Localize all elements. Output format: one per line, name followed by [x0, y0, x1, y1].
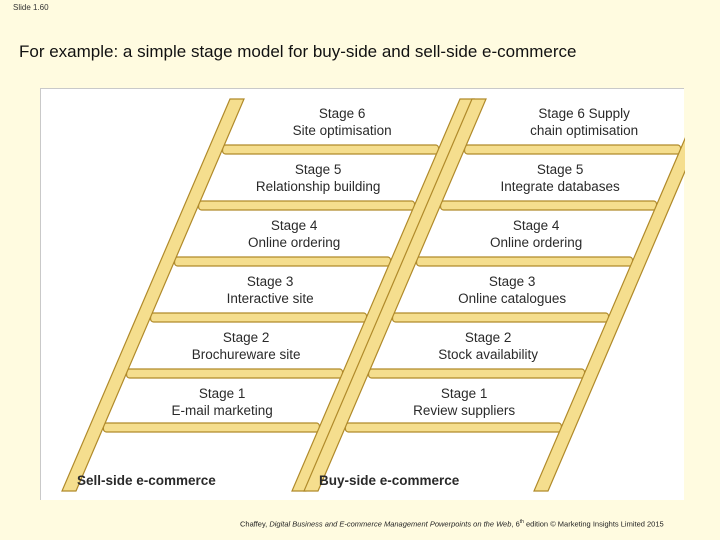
sell-side-stage-label: Stage 4 Online ordering [245, 217, 343, 251]
buy-side-stage-number: Stage 3 [488, 274, 536, 289]
buy-side-stage-name: Stock availability [438, 347, 539, 362]
buy-side-stage-label: Stage 6 Supply chain optimisation [528, 105, 641, 139]
buy-side-stage-name: Online catalogues [458, 291, 567, 306]
sell-ladder-rung-3 [149, 312, 368, 323]
footer-edition: , 6 [511, 519, 520, 529]
sell-side-stage-number: Stage 1 [198, 386, 246, 401]
sell-side-stage-name: Interactive site [226, 291, 314, 306]
footer-edition-suffix: th [519, 519, 524, 525]
buy-side-stage-name: Review suppliers [413, 403, 516, 418]
sell-side-stage-name: E-mail marketing [171, 403, 273, 418]
sell-side-stage-number: Stage 6 [318, 106, 366, 121]
buy-ladder-rung-3 [391, 312, 610, 323]
sell-side-stage-number: Stage 4 [270, 218, 318, 233]
buy-side-stage-label: Stage 4 Online ordering [487, 217, 585, 251]
ladders-graphic [61, 98, 685, 492]
sell-ladder-rung-5 [197, 200, 416, 211]
sell-ladder-rung-4 [173, 256, 392, 267]
sell-side-stage-label: Stage 2 Brochureware site [189, 329, 303, 363]
sell-ladder-rung-2 [125, 368, 344, 379]
buy-ladder-right-rail [533, 137, 685, 492]
sell-ladder-left-rail [61, 98, 245, 492]
buy-side-label: Buy-side e-commerce [319, 473, 460, 488]
buy-side-stage-label: Stage 5 Integrate databases [498, 161, 622, 195]
buy-ladder-rung-4 [415, 256, 634, 267]
buy-side-stage-number: Stage 2 [464, 330, 512, 345]
footer-copyright: edition © Marketing Insights Limited 201… [523, 519, 664, 529]
footer-book-title: Digital Business and E-commerce Manageme… [269, 519, 512, 529]
slide-number: Slide 1.60 [13, 3, 49, 12]
sell-ladder-rung-6 [221, 144, 440, 155]
sell-side-stage-name: Site optimisation [292, 123, 392, 138]
buy-side-stage-name: Online ordering [489, 235, 583, 250]
sell-side-stage-name: Brochureware site [191, 347, 301, 362]
sell-side-stage-name: Relationship building [255, 179, 381, 194]
buy-ladder-rung-5 [439, 200, 658, 211]
buy-side-stage-number: Stage 6 Supply [538, 106, 630, 121]
buy-ladder-left-rail [303, 98, 487, 492]
footer-author: Chaffey, [240, 519, 270, 529]
buy-side-stage-number: Stage 4 [512, 218, 560, 233]
buy-side-stage-number: Stage 5 [536, 162, 584, 177]
sell-side-stage-label: Stage 5 Relationship building [253, 161, 383, 195]
buy-ladder-rung-6 [463, 144, 682, 155]
buy-side-stage-label: Stage 3 Online catalogues [456, 273, 569, 307]
buy-side-stage-label: Stage 1 Review suppliers [411, 385, 518, 419]
buy-side-stage-number: Stage 1 [440, 386, 488, 401]
footer-citation: Chaffey, Digital Business and E-commerce… [240, 519, 664, 529]
buy-side-stage-name: chain optimisation [530, 123, 639, 138]
sell-side-stage-label: Stage 6 Site optimisation [290, 105, 394, 139]
sell-side-stage-number: Stage 5 [294, 162, 342, 177]
sell-side-stage-label: Stage 1 E-mail marketing [169, 385, 275, 419]
sell-side-label: Sell-side e-commerce [77, 473, 216, 488]
slide-title: For example: a simple stage model for bu… [19, 42, 577, 61]
sell-side-stage-number: Stage 2 [222, 330, 270, 345]
sell-ladder-rung-1 [102, 422, 321, 433]
buy-ladder-rung-1 [344, 422, 563, 433]
buy-ladder-rung-2 [367, 368, 586, 379]
sell-side-stage-number: Stage 3 [246, 274, 294, 289]
buy-side-stage-name: Integrate databases [500, 179, 620, 194]
sell-side-stage-label: Stage 3 Interactive site [224, 273, 316, 307]
buy-side-stage-label: Stage 2 Stock availability [436, 329, 541, 363]
sell-side-stage-name: Online ordering [247, 235, 341, 250]
